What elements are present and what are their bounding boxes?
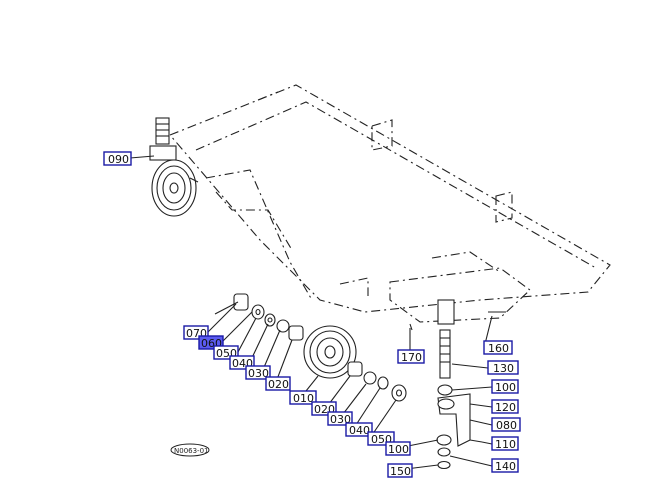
callout-150-label: 150	[390, 465, 411, 478]
callout-040-right[interactable]: 040	[345, 422, 373, 437]
callout-100-upper[interactable]: 100	[491, 379, 519, 394]
mower-deck-outline	[169, 84, 611, 323]
callout-150[interactable]: 150	[387, 463, 413, 478]
callout-160[interactable]: 160	[483, 340, 513, 355]
callout-030-right[interactable]: 030	[327, 411, 353, 426]
callout-030-left[interactable]: 030	[245, 365, 271, 380]
callouts: 090 070 060 050 040 030 020 010	[103, 151, 521, 478]
callout-020-left-label: 020	[268, 378, 289, 391]
callout-040-right-label: 040	[349, 424, 370, 437]
callout-030-left-label: 030	[248, 367, 269, 380]
callout-160-label: 160	[488, 342, 509, 355]
lower-wheel-assembly	[214, 293, 407, 402]
drawing-stamp-label: N0063-01	[174, 447, 208, 455]
callout-140-label: 140	[495, 460, 516, 473]
callout-090[interactable]: 090	[103, 151, 132, 166]
callout-080-label: 080	[496, 419, 517, 432]
callout-110-label: 110	[495, 438, 516, 451]
callout-120-label: 120	[495, 401, 516, 414]
callout-090-label: 090	[108, 153, 129, 166]
callout-140[interactable]: 140	[491, 458, 519, 473]
callout-020-left[interactable]: 020	[265, 376, 291, 391]
callout-170[interactable]: 170	[397, 349, 425, 364]
callout-170-label: 170	[401, 351, 422, 364]
callout-010-label: 010	[293, 392, 314, 405]
callout-080[interactable]: 080	[491, 417, 521, 432]
callout-120[interactable]: 120	[491, 399, 519, 414]
upper-caster-wheel	[149, 117, 199, 217]
caster-fork-assembly	[409, 299, 506, 470]
callout-130-label: 130	[493, 362, 514, 375]
callout-100-lower-label: 100	[388, 443, 409, 456]
callout-110[interactable]: 110	[491, 436, 519, 451]
drawing-stamp: N0063-01	[170, 443, 210, 457]
callout-100-upper-label: 100	[495, 381, 516, 394]
callout-130[interactable]: 130	[487, 360, 519, 375]
callout-010[interactable]: 010	[289, 390, 317, 405]
callout-050-right[interactable]: 050	[367, 431, 395, 446]
callout-100-lower[interactable]: 100	[385, 441, 411, 456]
